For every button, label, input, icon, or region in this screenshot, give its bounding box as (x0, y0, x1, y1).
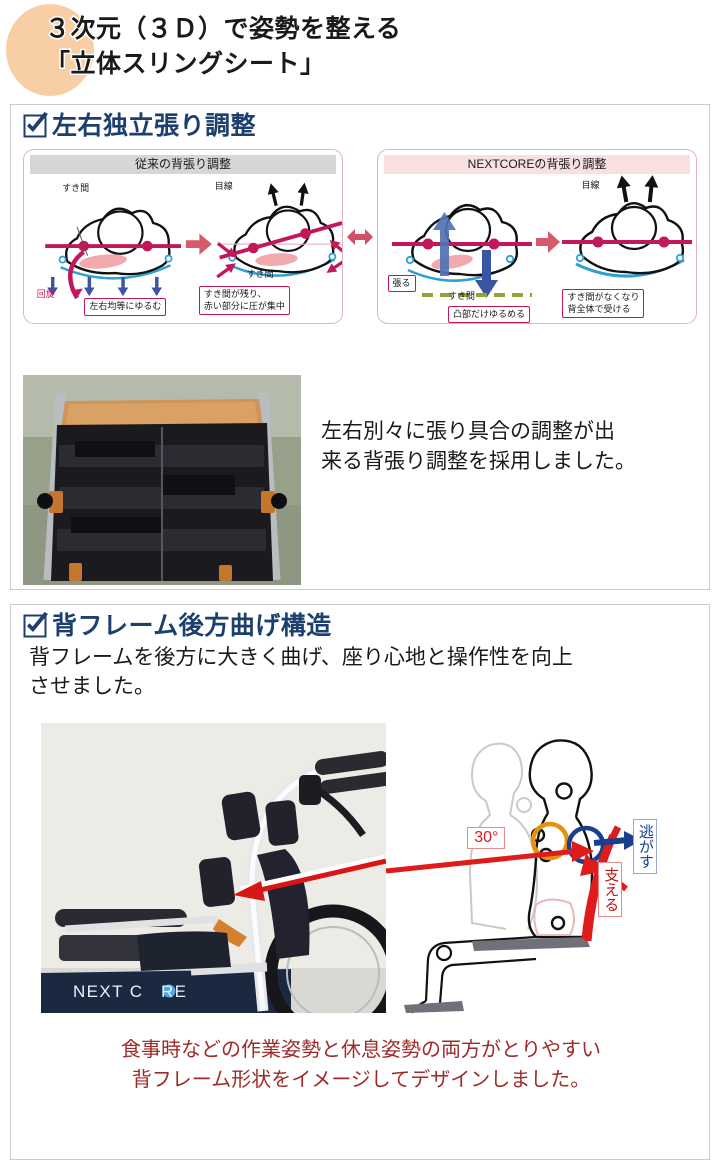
checkbox-check-icon (23, 112, 48, 138)
section-one-header: 左右独立張り調整 (11, 105, 709, 141)
label-no-gap-full-support: すき間がなくなり背全体で受ける (562, 289, 645, 318)
nextcore-illustration (392, 175, 692, 298)
frame-pointer-arrow (233, 854, 386, 901)
backrest-photo-caption: 左右別々に張り具合の調整が出 来る背張り調整を採用しました。 (301, 375, 699, 478)
nogap-line1: すき間がなくなり (567, 292, 640, 303)
section-two-description: 背フレームを後方に大きく曲げ、座り心地と操作性を向上 させました。 (29, 643, 695, 702)
pressure-line2: 赤い部分に圧が集中 (203, 300, 285, 311)
section-two-title: 背フレーム後方曲げ構造 (52, 611, 332, 640)
checkbox-check-icon (23, 612, 48, 638)
label-loosen-evenly: 左右均等にゆるむ (84, 298, 167, 316)
label-gap-left-2: すき間 (246, 268, 274, 279)
page-title-line1: ３次元（３Ｄ）で姿勢を整える (43, 14, 402, 45)
conventional-panel: 従来の背張り調整 (23, 149, 343, 324)
frame-caption-line2: 背フレーム形状をイメージしてデザインしました。 (131, 1069, 591, 1091)
backrest-caption-line1: 左右別々に張り具合の調整が出 (321, 420, 615, 443)
label-pressure-concentration: すき間が残り、赤い部分に圧が集中 (198, 286, 290, 315)
label-eye-line-left: 目線 (214, 181, 233, 192)
frame-photo-graphic: NEXT C RE (41, 723, 386, 1013)
frame-photo-row: NEXT C RE (41, 723, 717, 1014)
backrest-photo-row: 左右別々に張り具合の調整が出 来る背張り調整を採用しました。 (23, 375, 699, 585)
frame-caption-line1: 食事時などの作業姿勢と休息姿勢の両方がとりやすい (121, 1039, 601, 1061)
page-title-line2: 「立体スリングシート」 (43, 48, 326, 79)
svg-text:NEXT C: NEXT C (73, 982, 143, 1001)
section-two-header: 背フレーム後方曲げ構造 (11, 605, 709, 641)
label-angle-30: 30° (467, 827, 506, 850)
conventional-panel-body: すき間 回旋 左右均等にゆるむ 目線 すき間 すき間が残り、赤い部分に圧が集中 (24, 174, 342, 322)
section-rear-bent-frame: 背フレーム後方曲げ構造 背フレームを後方に大きく曲げ、座り心地と操作性を向上 さ… (10, 604, 710, 1160)
page-title: ３次元（３Ｄ）で姿勢を整える 「立体スリングシート」 (43, 12, 402, 81)
left-panel-transition-arrow (185, 233, 212, 255)
page-title-block: ３次元（３Ｄ）で姿勢を整える 「立体スリングシート」 (0, 0, 720, 100)
wheelchair-frame-photo: NEXT C RE (41, 723, 386, 1013)
backrest-photo-graphic (23, 375, 301, 585)
label-release: 逃がす (632, 818, 657, 874)
posture-diagram: 30° 逃がす 支える (385, 723, 676, 1014)
nogap-line2: 背全体で受ける (567, 303, 631, 314)
frame-design-caption: 食事時などの作業姿勢と休息姿勢の両方がとりやすい 背フレーム形状をイメージしてデ… (11, 1035, 711, 1095)
nextcore-panel-header: NEXTCOREの背張り調整 (384, 155, 690, 174)
nextcore-logo: NEXT C RE (69, 981, 187, 1005)
section-one-title: 左右独立張り調整 (52, 111, 257, 140)
backrest-caption-line2: 来る背張り調整を採用しました。 (321, 450, 636, 474)
label-gap-right: すき間 (447, 290, 475, 301)
wheelchair-backrest-photo (23, 375, 301, 585)
label-tension: 張る (387, 274, 416, 292)
conventional-illustration (45, 182, 342, 300)
title-decoration-circle (6, 4, 94, 96)
nextcore-panel-body: 張る すき間 凸部だけゆるめる 目線 すき間がなくなり背全体で受ける (378, 174, 696, 323)
pressure-line1: すき間が残り、 (203, 289, 267, 300)
nextcore-panel: NEXTCOREの背張り調整 (377, 149, 697, 324)
svg-text:RE: RE (161, 982, 187, 1001)
comparison-double-arrow (347, 149, 373, 324)
conventional-panel-header: 従来の背張り調整 (30, 155, 336, 174)
double-arrow-icon (347, 228, 373, 245)
label-rotation: 回旋 (36, 289, 55, 300)
right-panel-transition-arrow (536, 231, 560, 253)
tension-comparison-diagram: 従来の背張り調整 (23, 149, 697, 324)
label-eye-line-right: 目線 (581, 179, 600, 190)
section-two-desc-line1: 背フレームを後方に大きく曲げ、座り心地と操作性を向上 (29, 646, 573, 669)
label-gap-left: すき間 (62, 182, 90, 193)
section-independent-tension: 左右独立張り調整 従来の背張り調整 (10, 104, 710, 590)
section-two-desc-line2: させました。 (29, 675, 155, 699)
label-loosen-convex: 凸部だけゆるめる (447, 305, 530, 323)
label-support: 支える (597, 862, 623, 918)
angle-arrow (385, 841, 594, 874)
